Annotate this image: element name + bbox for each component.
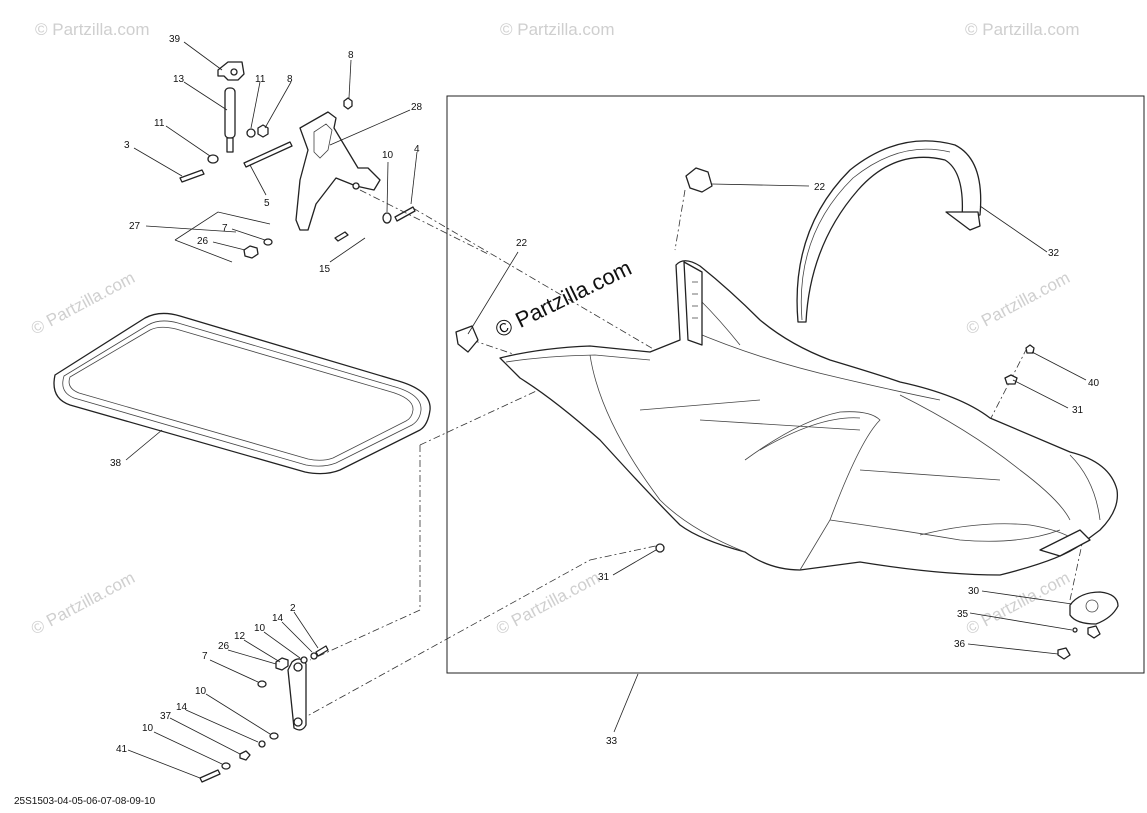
nut-part (343, 97, 353, 110)
watermark-text: © Partzilla.com (963, 268, 1073, 339)
screw-part (1072, 627, 1078, 633)
seat-fasteners (655, 344, 1035, 553)
watermark-text: © Partzilla.com (35, 20, 150, 39)
nut-part (239, 750, 251, 761)
bumper-part (685, 167, 713, 193)
callout-label: 27 (129, 221, 141, 232)
washer-part (221, 762, 231, 770)
callout-label: 3 (124, 140, 130, 151)
callout-label: 28 (411, 102, 423, 113)
arm-hole (293, 717, 303, 727)
watermark-text: © Partzilla.com (493, 568, 603, 639)
callout-label: 14 (176, 702, 188, 713)
washer-part (207, 154, 219, 164)
callout-label: 36 (954, 639, 966, 650)
gas-strut-part (224, 87, 236, 139)
seat-assembly-frame (446, 95, 1145, 674)
seat-part (499, 260, 1119, 576)
seat-latch-bracket-part (295, 111, 381, 231)
clip-part (1025, 344, 1035, 354)
callout-label: 38 (110, 458, 122, 469)
washer-part (300, 656, 308, 664)
callout-label: 8 (348, 50, 354, 61)
callout-label: 26 (218, 641, 230, 652)
callout-label: 13 (173, 74, 185, 85)
watermark-text: © Partzilla.com (500, 20, 615, 39)
watermark-text: © Partzilla.com (28, 568, 138, 639)
support-arm-part (287, 658, 307, 731)
callout-label: 8 (287, 74, 293, 85)
nut-part (1087, 625, 1101, 639)
bracket-hole (352, 182, 360, 190)
callout-label: 35 (957, 609, 969, 620)
partzilla-watermark: © Partzilla.com (491, 255, 635, 342)
callout-label: 26 (197, 236, 209, 247)
nut-part (243, 245, 259, 259)
callout-label: 31 (1072, 405, 1084, 416)
watermark-text: © Partzilla.com (965, 20, 1080, 39)
callout-label: 22 (814, 182, 826, 193)
callout-label: 39 (169, 34, 181, 45)
seat-gasket-part (53, 312, 431, 475)
bolt-part (179, 169, 205, 183)
push-rivet-part (1004, 374, 1018, 385)
bolt-part (199, 769, 221, 783)
screw-part (1057, 647, 1071, 660)
push-rivet-part (655, 543, 665, 553)
callout-label: 10 (142, 723, 154, 734)
latch-hardware-group (179, 61, 416, 259)
washer-part (269, 732, 279, 740)
callout-leader-lines (125, 41, 1087, 779)
bracket-slot (313, 123, 333, 159)
callout-label: 33 (606, 736, 618, 747)
callout-numbers: 39 13 11 8 8 11 3 28 10 4 5 27 7 26 15 2… (110, 34, 1100, 755)
callout-label: 11 (255, 74, 266, 85)
callout-label: 10 (195, 686, 207, 697)
washer-part (258, 740, 266, 748)
washer-part (382, 212, 392, 224)
seat-latch-group (1057, 591, 1119, 660)
callout-label: 2 (290, 603, 296, 614)
watermark-text: © Partzilla.com (28, 268, 138, 339)
callout-label: 41 (116, 744, 128, 755)
strap-part (796, 140, 982, 323)
callout-label: 10 (382, 150, 394, 161)
watermark-text: © Partzilla.com (963, 568, 1073, 639)
washer-part (246, 128, 256, 138)
callout-label: 12 (234, 631, 246, 642)
callout-label: 32 (1048, 248, 1060, 259)
callout-label: 7 (202, 651, 208, 662)
support-arm-group (199, 645, 329, 783)
bolt-part (243, 141, 293, 168)
callout-label: 11 (154, 118, 165, 129)
callout-label: 10 (254, 623, 266, 634)
arm-hole (293, 662, 303, 672)
callout-label: 31 (598, 572, 610, 583)
clip-hole (230, 68, 238, 76)
nut-part (257, 124, 269, 138)
callout-label: 40 (1088, 378, 1100, 389)
callout-label: 22 (516, 238, 528, 249)
gas-strut-rod (226, 137, 234, 153)
bumper-part (455, 325, 479, 353)
callout-label: 37 (160, 711, 172, 722)
callout-label: 15 (319, 264, 331, 275)
callout-label: 30 (968, 586, 980, 597)
washer-part (310, 652, 318, 660)
callout-label: 14 (272, 613, 284, 624)
callout-label: 4 (414, 144, 420, 155)
callout-label: 7 (222, 223, 228, 234)
nut-part (275, 657, 289, 671)
nut-part (257, 680, 267, 688)
nut-part (263, 238, 273, 246)
bolt-part (394, 206, 416, 222)
pin-part (334, 231, 349, 242)
assembly-lines (299, 189, 1086, 721)
diagram-code: 25S1503-04-05-06-07-08-09-10 (14, 796, 156, 807)
callout-label: 5 (264, 198, 270, 209)
